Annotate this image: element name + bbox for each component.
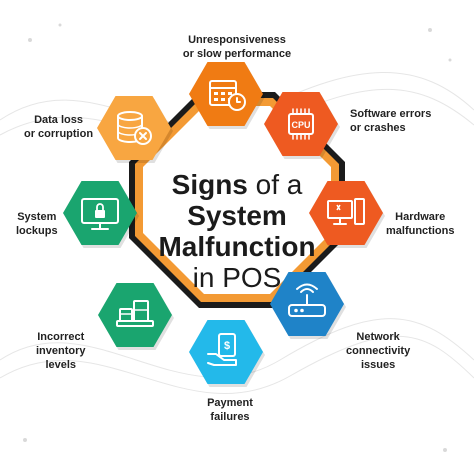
title-line-2: System bbox=[187, 200, 287, 231]
label-line: inventory bbox=[36, 345, 86, 357]
label-line: malfunctions bbox=[386, 225, 455, 237]
node-software-errors: CPU bbox=[264, 92, 340, 159]
monitor-lock-icon bbox=[81, 198, 119, 230]
payment-card-hand-icon: $ bbox=[207, 333, 237, 366]
title-line-1-bold: Signs bbox=[171, 169, 248, 200]
label-line: Data loss bbox=[34, 114, 83, 126]
label-software-errors: Software errors or crashes bbox=[350, 107, 431, 135]
node-system-lockups bbox=[63, 181, 139, 248]
center-title: Signs of a System Malfunction in POS bbox=[137, 161, 337, 301]
label-line: Incorrect bbox=[37, 331, 85, 343]
label-data-loss: Data loss or corruption bbox=[24, 113, 93, 141]
node-hexagon bbox=[189, 62, 263, 126]
title-line-1: Signs of a bbox=[172, 169, 303, 200]
router-icon bbox=[288, 283, 326, 317]
title-line-4: in POS bbox=[192, 262, 282, 293]
label-line: or corruption bbox=[24, 128, 94, 140]
label-line: levels bbox=[45, 359, 77, 371]
nodes-layer: CPU $ bbox=[63, 62, 385, 387]
svg-text:$: $ bbox=[224, 340, 230, 352]
title-line-1-light: of a bbox=[247, 169, 303, 200]
label-line: Payment bbox=[207, 397, 253, 409]
label-system-lockups: System lockups bbox=[16, 210, 58, 238]
label-hardware-malfunctions: Hardware malfunctions bbox=[386, 210, 454, 238]
desktop-computer-icon bbox=[327, 198, 365, 225]
node-hexagon bbox=[264, 92, 338, 156]
node-hexagon bbox=[189, 320, 263, 384]
database-error-icon bbox=[117, 111, 152, 145]
cpu-chip-icon: CPU bbox=[288, 108, 314, 140]
node-hardware-malfunctions bbox=[309, 181, 385, 248]
calendar-clock-icon bbox=[209, 80, 246, 111]
label-line: lockups bbox=[16, 225, 58, 237]
label-line: issues bbox=[360, 359, 396, 371]
label-line: connectivity bbox=[346, 345, 411, 357]
label-unresponsiveness: Unresponsiveness or slow performance bbox=[170, 33, 304, 61]
node-incorrect-inventory bbox=[98, 283, 174, 350]
label-line: Unresponsiveness bbox=[188, 34, 286, 46]
label-line: Software errors bbox=[350, 108, 432, 120]
title-line-3: Malfunction bbox=[158, 231, 316, 262]
node-unresponsiveness bbox=[189, 62, 265, 129]
label-payment-failures: Payment failures bbox=[195, 396, 265, 424]
label-incorrect-inventory: Incorrect inventory levels bbox=[36, 330, 86, 372]
inventory-boxes-icon bbox=[116, 300, 154, 327]
node-data-loss bbox=[97, 96, 173, 163]
node-network-connectivity bbox=[270, 272, 346, 339]
label-line: or crashes bbox=[350, 122, 406, 134]
svg-text:CPU: CPU bbox=[291, 120, 310, 130]
node-hexagon bbox=[309, 181, 383, 245]
label-line: or slow performance bbox=[182, 48, 292, 60]
node-payment-failures: $ bbox=[189, 320, 265, 387]
label-line: System bbox=[17, 211, 57, 223]
label-line: failures bbox=[210, 411, 250, 423]
background-dots bbox=[23, 23, 452, 452]
label-line: Hardware bbox=[395, 211, 446, 223]
label-network-connectivity: Network connectivity issues bbox=[346, 330, 410, 372]
label-line: Network bbox=[356, 331, 400, 343]
